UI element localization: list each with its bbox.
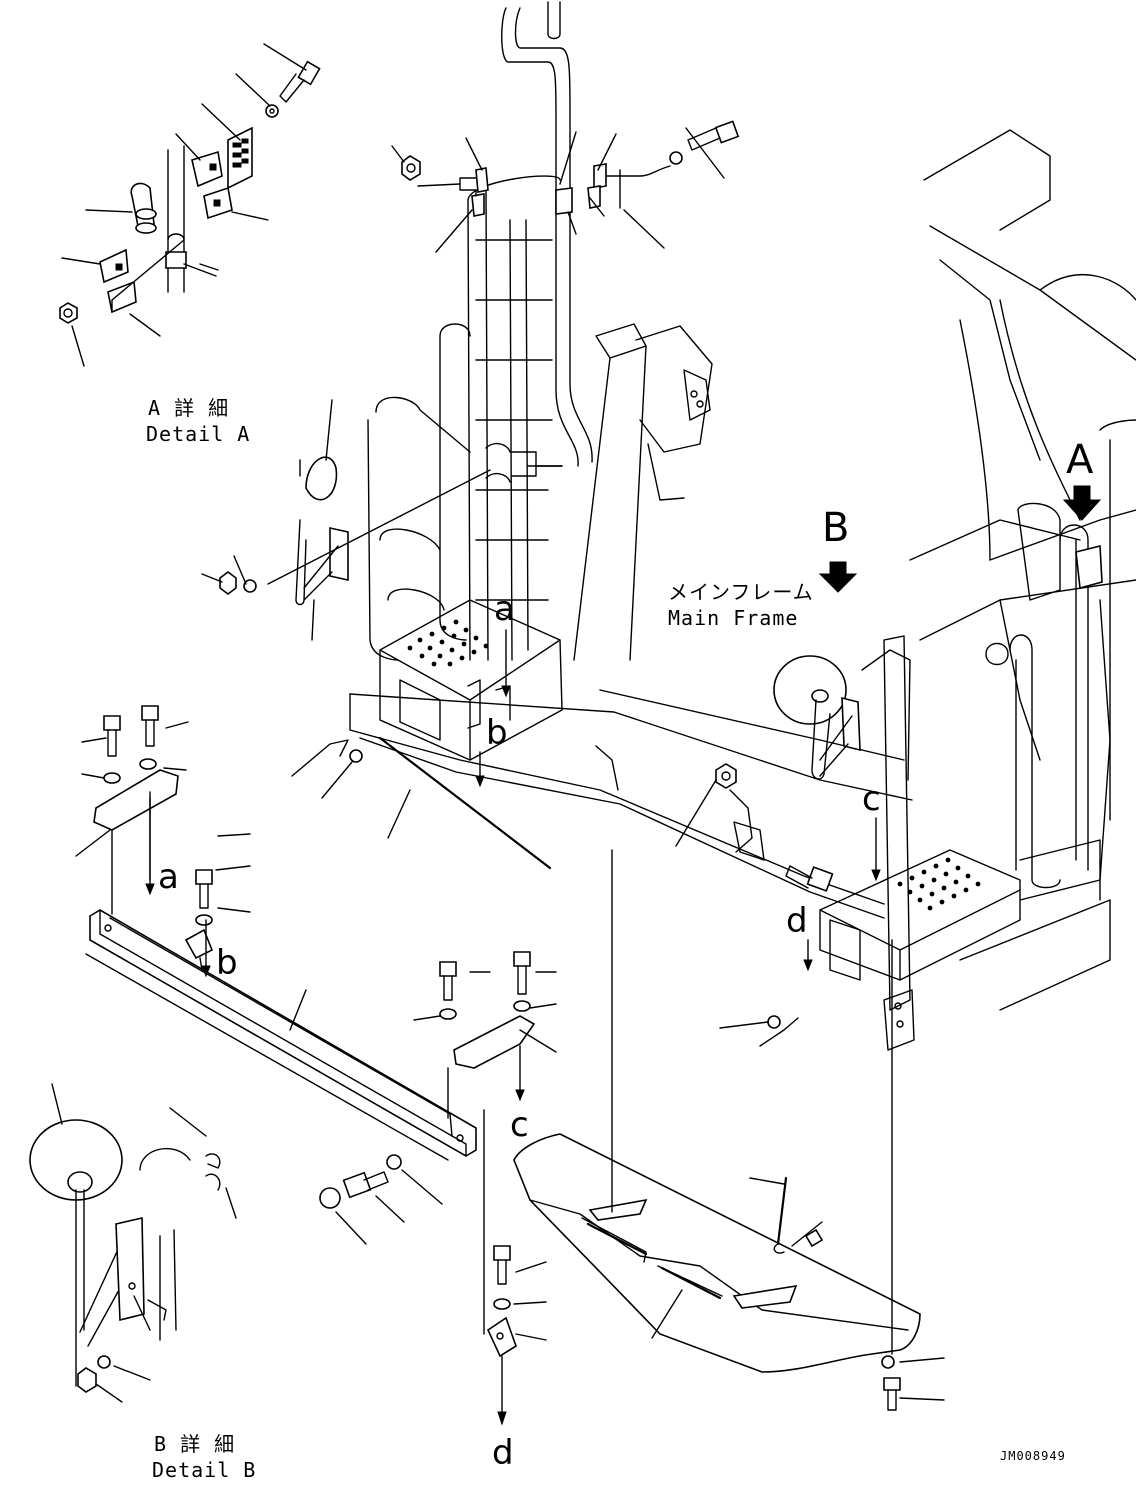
bolt	[687, 120, 740, 151]
handrail-assembly	[367, 1, 740, 661]
detail-a-title-en: Detail A	[146, 422, 251, 446]
clamp-half	[107, 280, 137, 314]
clamp-half	[99, 248, 129, 284]
main-frame-label-en: Main Frame	[668, 606, 799, 630]
view-arrow-icon	[1062, 485, 1102, 521]
long-rod	[378, 736, 552, 870]
washer	[767, 1015, 781, 1029]
view-label-a: A	[1066, 437, 1094, 483]
mirror-a	[201, 399, 491, 641]
washer	[243, 579, 257, 593]
ref-label-c-top: c	[862, 779, 881, 819]
main-frame-label-jp: メインフレーム	[668, 580, 814, 604]
washer	[97, 1355, 111, 1369]
perforated-pattern-right	[897, 857, 981, 911]
perforated-pattern-left	[407, 619, 489, 667]
ref-label-a-top: a	[494, 589, 515, 629]
main-mirror	[773, 649, 911, 781]
clamp-half	[191, 150, 223, 188]
ref-label-c: c	[510, 1105, 529, 1145]
nut	[77, 1367, 97, 1393]
nut	[59, 302, 78, 324]
detail-b-parts	[29, 1083, 237, 1403]
center-bracket-set	[413, 951, 557, 1119]
washer	[669, 151, 683, 165]
front-bar	[85, 909, 477, 1161]
detail-b-title-en: Detail B	[152, 1458, 257, 1482]
washer	[265, 104, 279, 118]
center-fasteners	[291, 739, 834, 1047]
view-arrow-icon	[818, 561, 858, 593]
drawing-code: JM008949	[1000, 1449, 1066, 1463]
lower-bracket-set	[319, 1109, 547, 1358]
clamp	[1075, 544, 1103, 590]
washer	[881, 1355, 895, 1369]
nut	[219, 571, 237, 595]
nut	[401, 155, 421, 181]
bracket-plate	[227, 126, 253, 190]
ref-label-b: b	[216, 943, 238, 983]
detail-a-title-jp: A 詳 細	[148, 396, 230, 420]
ref-label-b-top: b	[486, 713, 508, 753]
ref-label-a: a	[158, 857, 179, 897]
background-frame	[909, 129, 1136, 1011]
main-frame	[349, 323, 1021, 1051]
cap	[319, 1187, 341, 1209]
bolt	[785, 865, 834, 892]
view-label-b: B	[822, 505, 850, 551]
down-arrow-icon	[145, 629, 881, 1426]
detail-a-parts	[59, 43, 321, 367]
left-bracket-set	[75, 705, 251, 971]
bolt	[279, 60, 321, 103]
detail-b-title-jp: B 詳 細	[154, 1432, 236, 1456]
ref-label-d-top: d	[786, 901, 808, 941]
washer	[386, 1154, 402, 1170]
under-cover-plate	[513, 849, 945, 1411]
washer	[349, 749, 363, 763]
ref-label-d: d	[492, 1433, 514, 1473]
nut	[715, 763, 737, 789]
